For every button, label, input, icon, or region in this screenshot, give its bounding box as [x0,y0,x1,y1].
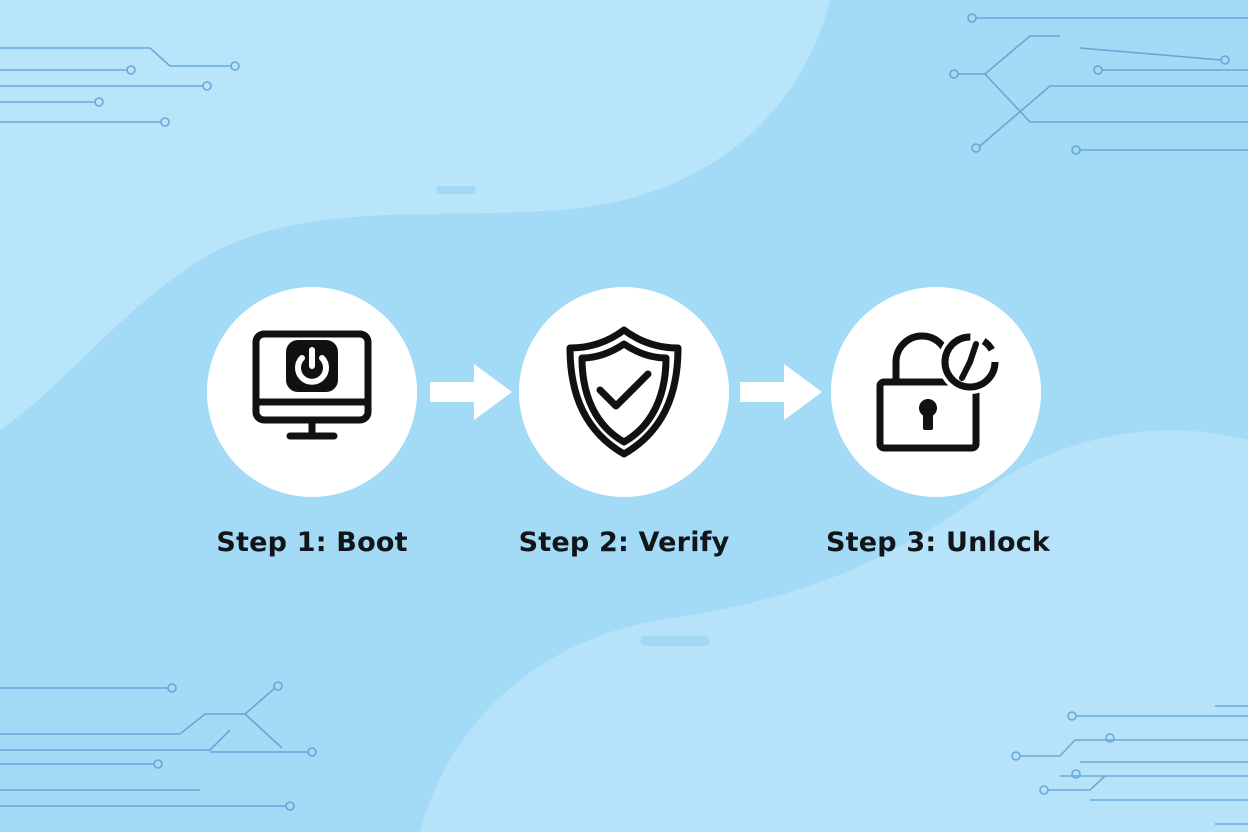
circuit-lines-bottom-left [0,681,317,811]
monitor-power-icon [252,330,372,440]
step-2-circle [519,287,729,497]
step-1-label: Step 1: Boot [216,527,408,558]
circuit-lines-top-left [0,47,240,127]
circuit-lines-top-right [949,13,1248,155]
step-3-circle [831,287,1041,497]
light-blob-bottom [420,430,1248,832]
step-2-label: Step 2: Verify [518,527,730,558]
arrow-right-icon [430,364,512,420]
light-blob-top [0,0,830,430]
step-1-circle [207,287,417,497]
arrow-right-icon [740,364,822,420]
step-3: Step 3: Unlock [826,287,1051,558]
step-2: Step 2: Verify [514,287,734,558]
step-3-label: Step 3: Unlock [826,527,1051,558]
circuit-lines-bottom-right [1011,705,1248,825]
shield-check-icon [566,326,682,458]
padlock-clock-icon [876,330,1002,452]
step-1: Step 1: Boot [202,287,422,558]
